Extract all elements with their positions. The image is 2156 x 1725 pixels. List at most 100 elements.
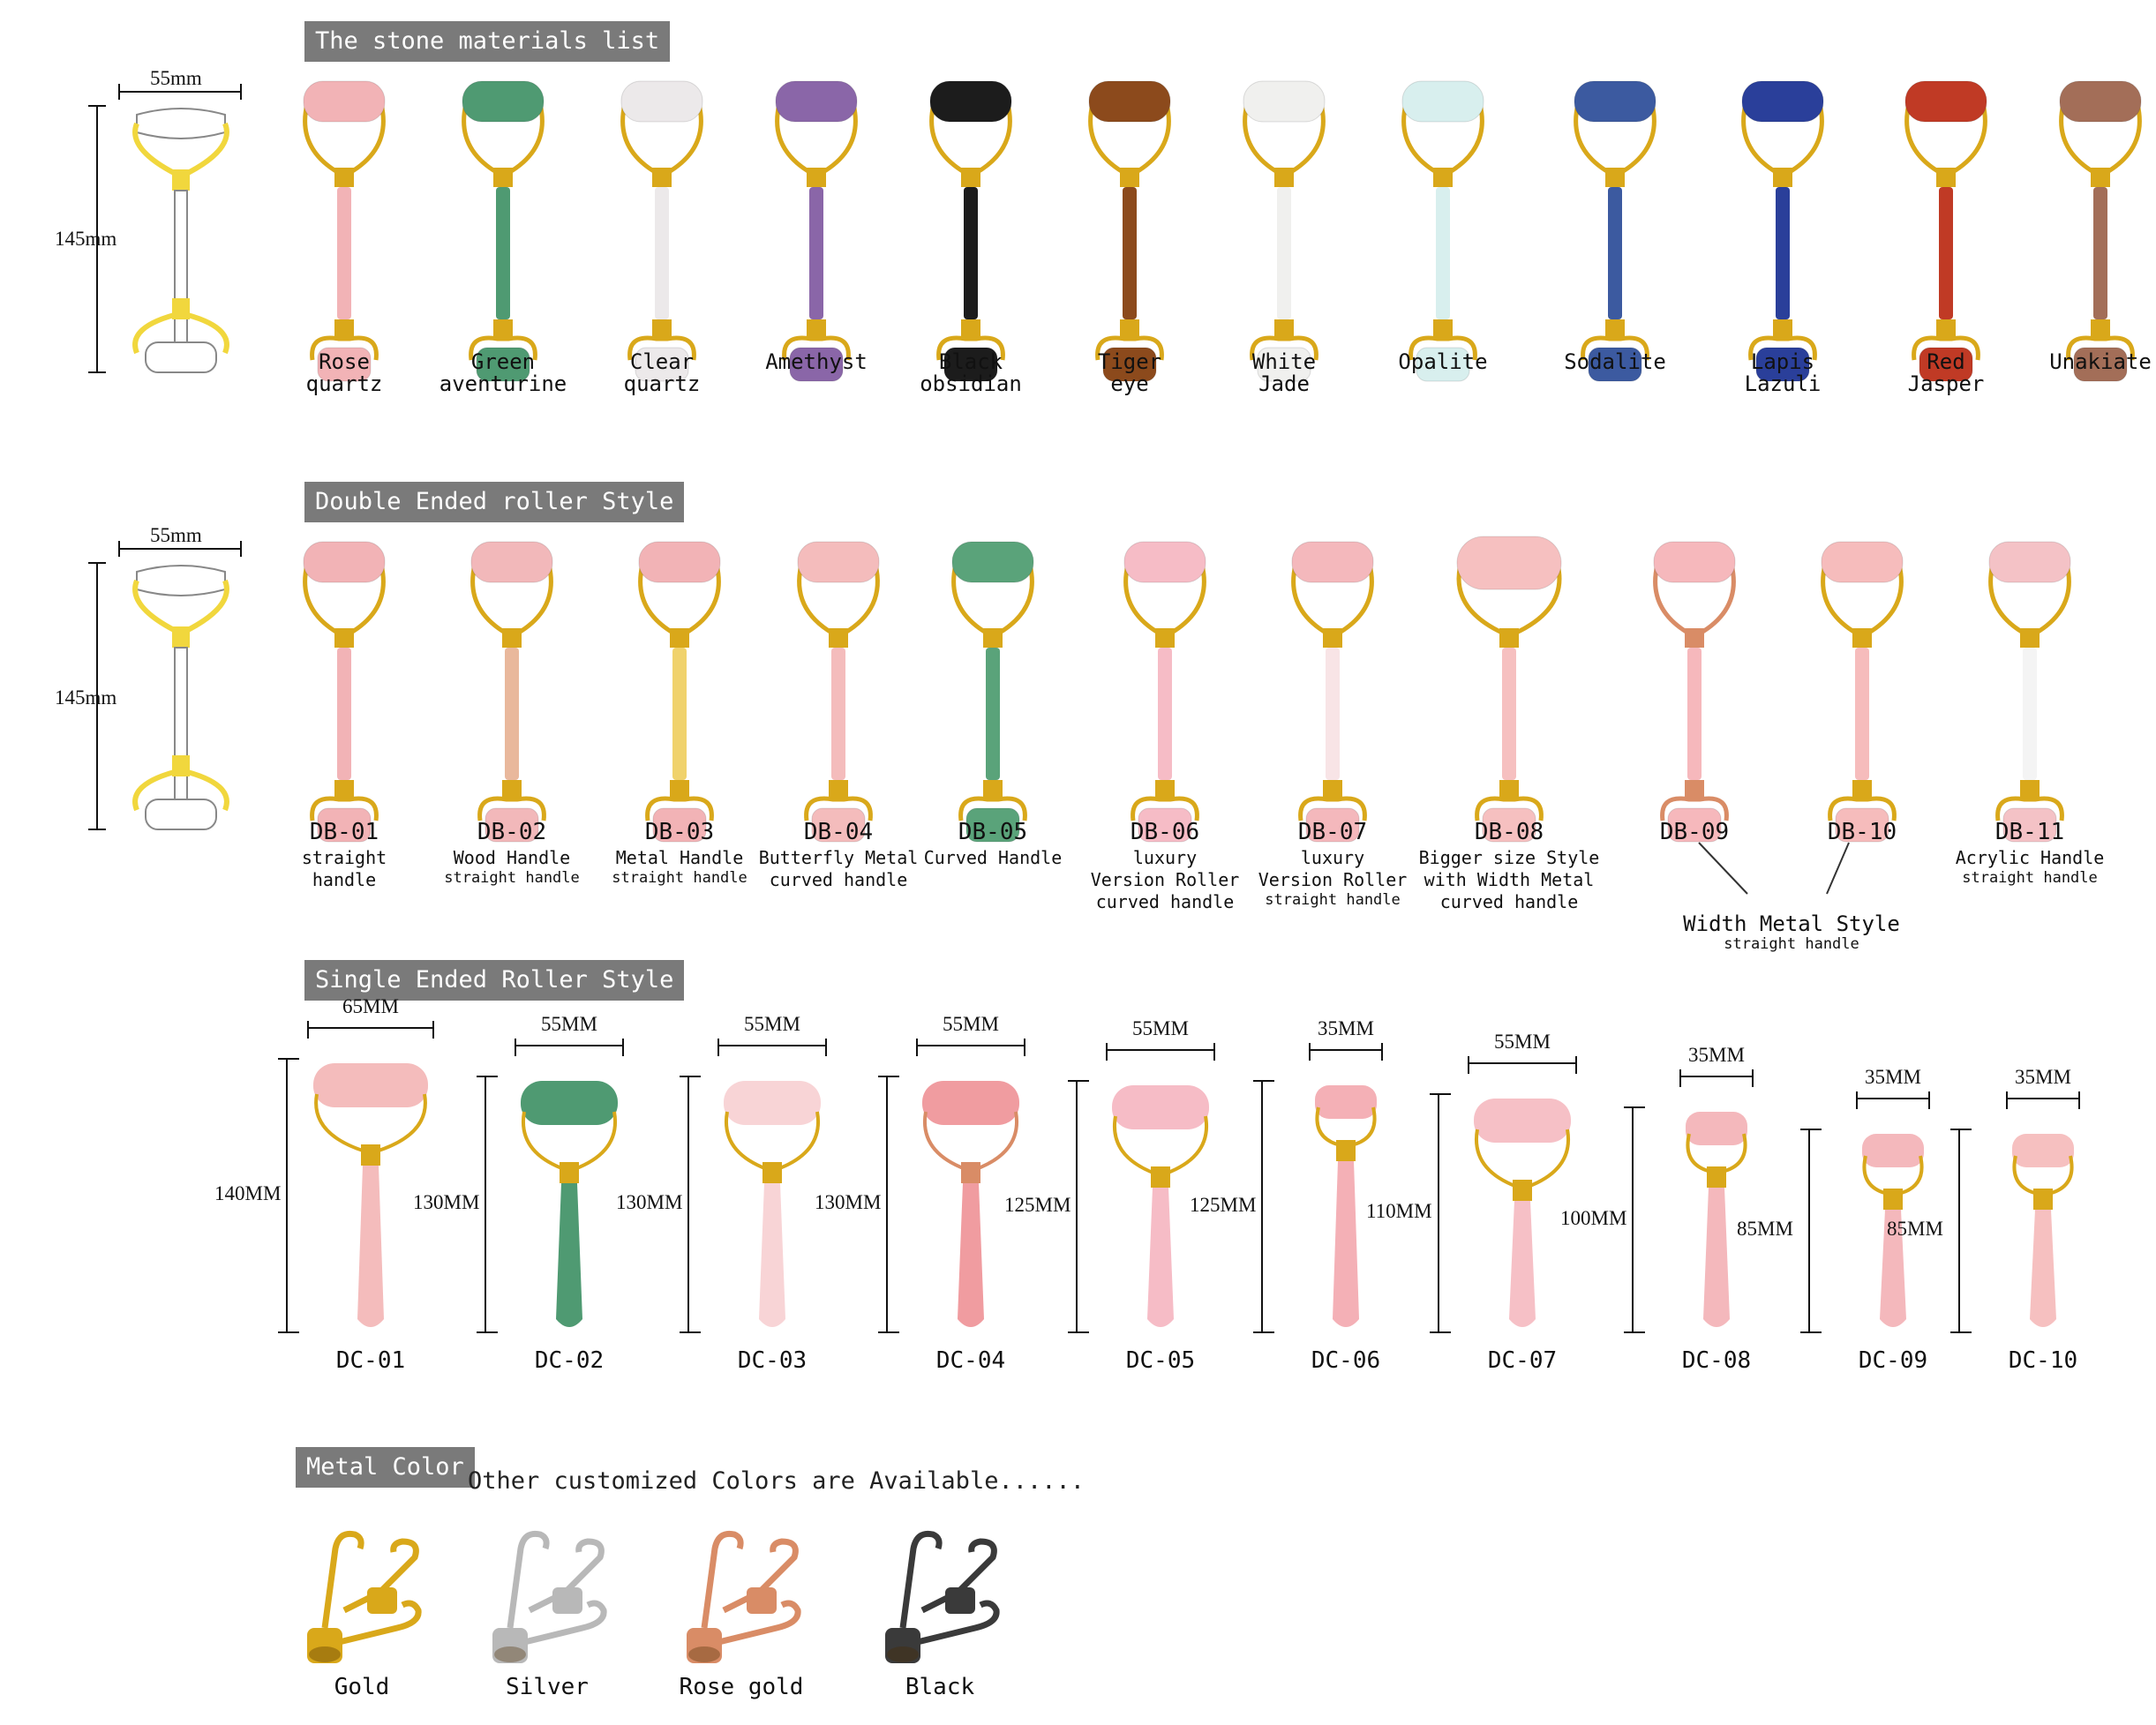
single-width-label: 35MM xyxy=(1688,1044,1745,1066)
stone-roller xyxy=(600,69,724,386)
diagram-width-label: 55mm xyxy=(150,67,202,89)
stone-label: Red Jasper xyxy=(1907,349,1985,396)
double-roller-image xyxy=(797,541,880,843)
metal-hook xyxy=(468,1522,627,1681)
single-code: DC-01 xyxy=(335,1347,406,1374)
double-roller-image xyxy=(1821,541,1904,843)
section-header-metal: Metal Color xyxy=(296,1447,475,1488)
metal-hook-image xyxy=(307,1530,422,1663)
double-roller xyxy=(1633,529,1756,847)
double-roller xyxy=(618,529,741,847)
double-roller xyxy=(1968,529,2092,847)
stone-roller xyxy=(755,69,878,386)
single-width-label: 55MM xyxy=(1494,1031,1551,1053)
double-roller-image xyxy=(1653,541,1736,843)
double-code: DB-09 xyxy=(1659,819,1730,845)
double-desc: Acrylic Handle xyxy=(1955,847,2105,868)
stone-label: Green aventurine xyxy=(439,349,567,396)
double-code: DB-02 xyxy=(477,819,547,845)
double-desc: Curved Handle xyxy=(923,847,1063,868)
metal-label: Silver xyxy=(506,1674,589,1700)
stone-label: Tiger eye xyxy=(1097,349,1162,396)
diagram-height-label-2: 145mm xyxy=(55,686,117,709)
stone-roller-image xyxy=(775,80,858,382)
double-roller xyxy=(1800,529,1924,847)
double-desc: Wood Handle xyxy=(453,847,571,868)
single-width-label: 35MM xyxy=(1318,1017,1374,1039)
single-width-label: 65MM xyxy=(342,995,399,1017)
stone-label: Clear quartz xyxy=(623,349,701,396)
stone-roller-image xyxy=(1401,80,1484,382)
single-height-label: 130MM xyxy=(815,1191,882,1213)
double-code: DB-03 xyxy=(644,819,715,845)
double-roller xyxy=(1103,529,1227,847)
single-code: DC-06 xyxy=(1311,1347,1381,1374)
stone-roller-image xyxy=(929,80,1012,382)
single-roller-image xyxy=(1950,1091,2080,1333)
single-roller xyxy=(468,1037,671,1337)
single-roller-image xyxy=(278,1021,434,1333)
single-width-label: 55MM xyxy=(1132,1017,1189,1039)
single-code: DC-10 xyxy=(2008,1347,2078,1374)
single-width-label: 35MM xyxy=(2015,1066,2071,1088)
double-roller-image xyxy=(1456,536,1562,843)
metal-hook-image xyxy=(687,1530,801,1663)
stone-label: Rose quartz xyxy=(305,349,383,396)
dimension-diagram xyxy=(49,71,260,379)
metal-label: Black xyxy=(905,1674,975,1700)
single-height-label: 130MM xyxy=(413,1191,480,1213)
single-roller xyxy=(1244,1041,1447,1337)
stone-roller-image xyxy=(1904,80,1987,382)
section-header-single: Single Ended Roller Style xyxy=(304,960,685,1001)
double-desc: straight handle xyxy=(301,847,387,890)
stone-roller xyxy=(441,69,565,386)
stone-roller xyxy=(909,69,1033,386)
double-label: DB-10 xyxy=(1747,817,1977,847)
stone-label: Sodalite xyxy=(1564,349,1666,374)
double-code: DB-07 xyxy=(1297,819,1368,845)
stone-label: Amethyst xyxy=(765,349,868,374)
stone-roller-image xyxy=(1574,80,1656,382)
stone-roller xyxy=(1884,69,2008,386)
single-roller xyxy=(269,1019,472,1337)
double-code: DB-10 xyxy=(1827,819,1897,845)
single-width-label: 55MM xyxy=(541,1013,597,1035)
single-code: DC-09 xyxy=(1858,1347,1928,1374)
single-height-label: 85MM xyxy=(1887,1218,1943,1240)
db-shared-desc: Width Metal Style xyxy=(1683,911,1900,936)
section-header-double: Double Ended roller Style xyxy=(304,482,685,522)
double-roller-image xyxy=(951,541,1034,843)
stone-roller-image xyxy=(462,80,545,382)
double-roller-image xyxy=(638,541,721,843)
single-roller xyxy=(1421,1054,1624,1337)
double-roller-image xyxy=(1123,541,1206,843)
db-shared-small: straight handle xyxy=(1724,935,1859,953)
double-desc-small: straight handle xyxy=(444,869,580,887)
metal-custom-note: Other customized Colors are Available...… xyxy=(468,1467,1085,1495)
double-code: DB-04 xyxy=(803,819,874,845)
single-code: DC-08 xyxy=(1681,1347,1752,1374)
double-code: DB-11 xyxy=(1994,819,2065,845)
single-roller xyxy=(1615,1068,1818,1337)
stone-roller xyxy=(1222,69,1346,386)
single-roller-image xyxy=(1068,1043,1215,1333)
single-height-label: 100MM xyxy=(1560,1206,1627,1229)
stone-roller-image xyxy=(2059,80,2142,382)
single-roller-image xyxy=(878,1039,1025,1333)
double-roller xyxy=(1447,529,1571,847)
single-height-label: 130MM xyxy=(616,1191,683,1213)
stone-label: Unakiate xyxy=(2049,349,2152,374)
single-code: DC-04 xyxy=(935,1347,1006,1374)
single-height-label: 140MM xyxy=(214,1182,282,1204)
double-roller xyxy=(450,529,574,847)
stone-roller xyxy=(1553,69,1677,386)
stone-label: Opalite xyxy=(1398,349,1488,374)
double-code: DB-08 xyxy=(1474,819,1544,845)
dimension-diagram-2 xyxy=(49,528,260,836)
double-desc: luxury Version Roller curved handle xyxy=(1090,847,1240,912)
